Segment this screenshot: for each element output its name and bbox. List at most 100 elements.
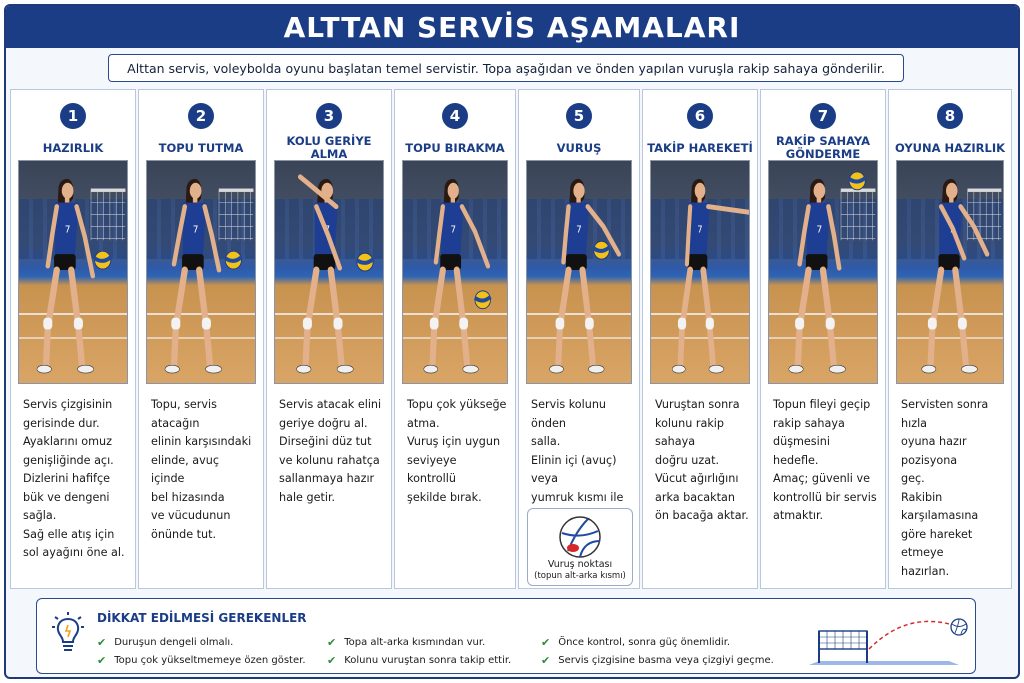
step-photo: 7 xyxy=(146,160,256,384)
court-line xyxy=(275,337,383,339)
jersey-number: 7 xyxy=(576,224,582,236)
description-line: Servis çizgisinin xyxy=(23,398,113,411)
step-number: 7 xyxy=(810,103,836,129)
intro-text: Alttan servis, voleybolda oyunu başlatan… xyxy=(108,54,904,82)
volleyball xyxy=(224,250,243,270)
jersey-number: 7 xyxy=(451,224,457,236)
infographic-frame: ALTTAN SERVİS AŞAMALARI Alttan servis, v… xyxy=(4,4,1020,679)
net xyxy=(967,188,1002,241)
volleyball xyxy=(93,250,112,270)
court-line xyxy=(769,313,877,315)
description-line: Topu, servis atacağın xyxy=(151,398,217,430)
inset-caption: Vuruş noktası xyxy=(547,559,613,570)
check-icon: ✔ xyxy=(541,635,551,649)
description-line: geç. xyxy=(901,472,925,485)
step-title: TAKİP HAREKETİ xyxy=(647,140,753,155)
court-line xyxy=(769,337,877,339)
description-line: elinin karşısındaki xyxy=(151,435,252,448)
description-line: hale getir. xyxy=(279,490,336,504)
description-line: rakip sahaya xyxy=(773,416,845,430)
description-line: Vücut ağırlığını xyxy=(655,472,739,485)
description-line: sol ayağını öne al. xyxy=(23,546,125,559)
description-line: Elinin içi (avuç) veya xyxy=(531,453,617,486)
court-line xyxy=(147,337,255,339)
jersey-number: 7 xyxy=(817,224,823,236)
check-icon: ✔ xyxy=(327,635,337,649)
description-line: Vuruş için uygun xyxy=(407,435,501,448)
description-line: gerisinde dur. xyxy=(23,416,100,430)
description-line: bük ve dengeni sağla. xyxy=(23,490,110,523)
step-photo: 7 xyxy=(526,160,632,384)
description-line: Vuruştan sonra xyxy=(655,398,740,411)
description-line: Servis atacak elini xyxy=(279,398,382,411)
step-photo: 7 xyxy=(650,160,750,384)
step-number: 4 xyxy=(442,103,468,129)
description-line: oyuna hazır pozisyona xyxy=(901,435,967,467)
net xyxy=(90,188,126,241)
check-icon: ✔ xyxy=(541,653,551,667)
description-line: Servis kolunu önden xyxy=(531,398,607,430)
tip-text: Servis çizgisine basma veya çizgiyi geçm… xyxy=(558,654,774,666)
tip-text: Kolunu vuruştan sonra takip ettir. xyxy=(344,654,512,666)
description-line: hazırlan. xyxy=(901,564,950,578)
net xyxy=(218,188,254,241)
tip-item: ✔Duruşun dengeli olmalı. xyxy=(97,633,306,651)
description-line: doğru uzat. xyxy=(655,453,720,467)
volleyball xyxy=(848,171,867,191)
jersey-number: 7 xyxy=(697,225,702,236)
step-title: TOPU TUTMA xyxy=(158,140,244,155)
player-figure: 7 xyxy=(296,174,375,374)
description-line: göre hareket etmeye xyxy=(901,527,973,560)
description-line: seviyeye kontrollü xyxy=(407,453,457,486)
description-line: önünde tut. xyxy=(151,527,217,541)
description-line: şekilde bırak. xyxy=(407,490,482,504)
court-line xyxy=(527,313,631,315)
step-photo: 7 xyxy=(896,160,1004,384)
court-line xyxy=(275,313,383,315)
net-serve-icon xyxy=(809,618,968,665)
description-line: salla. xyxy=(531,435,561,448)
volleyball-icon xyxy=(559,516,601,558)
step-photo: 7 xyxy=(768,160,878,384)
tip-text: Önce kontrol, sonra güç önemlidir. xyxy=(558,636,731,648)
tips-column-1: ✔Duruşun dengeli olmalı. ✔ Topu çok yükse… xyxy=(97,633,306,669)
description-line: Servisten sonra hızla xyxy=(901,398,989,430)
description-line: Amaç; güvenli ve xyxy=(773,472,870,485)
check-icon: ✔ xyxy=(97,653,107,667)
step-title: KOLU GERİYE ALMA xyxy=(286,134,372,161)
description-line: arka bacaktan xyxy=(655,490,735,504)
court-line xyxy=(147,313,255,315)
court-line xyxy=(19,313,127,315)
step-title: HAZIRLIK xyxy=(42,140,104,155)
player-figure: 7 xyxy=(549,178,622,374)
description-line: düşmesini hedefle. xyxy=(773,435,830,467)
step-number: 5 xyxy=(566,103,592,129)
step-title: VURUŞ xyxy=(556,140,602,155)
player-figure: 7 xyxy=(921,178,1002,374)
step-title: RAKİP SAHAYA GÖNDERME xyxy=(775,134,871,161)
tips-column-2: ✔Topa alt-arka kısmından vur. ✔Kolunu vu… xyxy=(327,633,511,669)
step-number: 6 xyxy=(687,103,713,129)
description-line: atma. xyxy=(407,416,440,430)
step-number: 8 xyxy=(937,103,963,129)
court-line xyxy=(897,337,1003,339)
description-line: elinde, avuç içinde xyxy=(151,453,220,486)
volleyball xyxy=(592,240,611,260)
court-line xyxy=(403,337,507,339)
step-photo: 7 xyxy=(18,160,128,384)
step-number: 2 xyxy=(188,103,214,129)
court-line xyxy=(897,313,1003,315)
tip-item: ✔ Topu çok yükseltmemeye özen göster. xyxy=(97,651,306,669)
tips-column-3: ✔ Önce kontrol, sonra güç önemlidir. ✔ Ser… xyxy=(541,633,774,669)
tip-text: Topu çok yükseltmemeye özen göster. xyxy=(114,654,306,666)
court-line xyxy=(651,313,749,315)
